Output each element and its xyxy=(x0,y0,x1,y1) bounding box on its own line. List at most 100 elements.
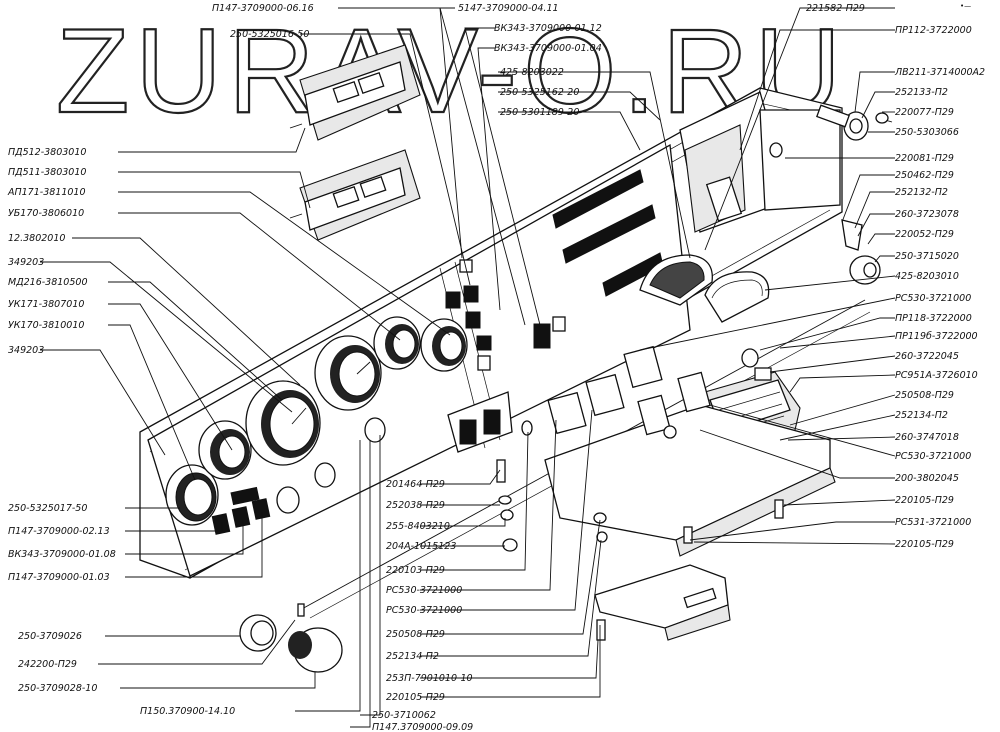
part-label: 260-3722045 xyxy=(895,351,959,362)
relay-mounting-plate xyxy=(544,345,836,557)
part-label: 201464-П29 xyxy=(386,479,445,490)
part-label: 252132-П2 xyxy=(895,187,948,198)
part-label: 250-3709028-10 xyxy=(18,683,97,694)
light-switch-assembly xyxy=(816,104,893,141)
part-label: 250-5325016-50 xyxy=(230,29,309,40)
gauge-tachometer xyxy=(314,335,382,411)
part-label: П147-3709000-01.03 xyxy=(8,572,110,583)
switch-block-lower xyxy=(447,391,513,453)
part-label: 260-3723078 xyxy=(895,209,959,220)
part-label: 242200-П29 xyxy=(18,659,77,670)
part-label: УБ170-3806010 xyxy=(8,208,84,219)
vent-slot-2 xyxy=(562,204,656,264)
part-label: 250-5325162-20 xyxy=(500,87,579,98)
gauge-speedometer xyxy=(245,380,321,466)
switch-block-center xyxy=(445,259,566,371)
part-label: 200-3802045 xyxy=(895,473,959,484)
part-label: ПД512-3803010 xyxy=(8,147,86,158)
part-label: 5147-3709000-04.11 xyxy=(458,3,559,14)
part-label: 250-3709026 xyxy=(18,631,82,642)
labels-left: ПД512-3803010 ПД511-3803010 АП171-381101… xyxy=(7,147,116,583)
part-label: 252038-П29 xyxy=(386,500,445,511)
part-label: РС530-3721000 xyxy=(895,293,971,304)
lamp-module-top xyxy=(289,44,421,141)
part-label: АП171-3811010 xyxy=(7,187,86,198)
vent-slot-1 xyxy=(552,169,644,229)
part-label: 250508-П29 xyxy=(895,390,954,401)
part-label: П147-3709000-06.16 xyxy=(212,3,314,14)
part-label: 253П-7901010-10 xyxy=(386,673,473,684)
part-label: ПР118-3722000 xyxy=(895,313,972,324)
switch-block-left xyxy=(211,486,271,535)
part-label: ВК343-3709000-01.04 xyxy=(494,43,602,54)
labels-right: 221582-П29 ПР112-3722000 ЛВ211-3714000А2… xyxy=(806,3,985,550)
part-label: ПД511-3803010 xyxy=(8,167,86,178)
gauge-voltmeter xyxy=(165,464,219,526)
gauge-pressure xyxy=(373,316,421,370)
watermark-text: ZURAV-O.RU xyxy=(56,4,847,138)
part-label: 220081-П29 xyxy=(895,153,954,164)
part-label: ВК343-3709000-01.12 xyxy=(494,23,602,34)
dashboard-panel xyxy=(139,87,871,619)
gauge-fuel xyxy=(198,420,252,480)
part-label: 220077-П29 xyxy=(895,107,954,118)
radio-unit xyxy=(594,564,731,641)
part-label: 220105-П29 xyxy=(386,692,445,703)
corner-mark: •— xyxy=(960,2,971,10)
leader-lines xyxy=(40,7,896,728)
part-label: 425-8203022 xyxy=(500,67,564,78)
part-label: РС530-3721000 xyxy=(386,605,462,616)
part-label: ПР119б-3722000 xyxy=(895,331,978,342)
part-label: П147.3709000-09.09 xyxy=(372,722,473,732)
ashtray-housing xyxy=(639,254,713,306)
part-label: УК170-3810010 xyxy=(8,320,84,331)
knob-large xyxy=(288,603,343,673)
part-label: 260-3747018 xyxy=(895,432,959,443)
part-label: РС531-3721000 xyxy=(895,517,971,528)
labels-top: П147-3709000-06.16 250-5325016-50 5147-3… xyxy=(212,3,602,118)
part-label: 204А-1015123 xyxy=(386,541,456,552)
labels-center: 201464-П29 252038-П29 255-8403210 204А-1… xyxy=(372,479,473,732)
part-label: 221582-П29 xyxy=(806,3,865,14)
part-label: ЛВ211-3714000А2 xyxy=(894,67,985,78)
part-label: 250-5301189-20 xyxy=(500,107,579,118)
part-label: 349203 xyxy=(8,345,44,356)
part-label: РС530-3721000 xyxy=(386,585,462,596)
part-label: 250462-П29 xyxy=(895,170,954,181)
part-label: 255-8403210 xyxy=(386,521,450,532)
part-label: 250-3715020 xyxy=(895,251,959,262)
part-label: 425-8203010 xyxy=(895,271,959,282)
ashtray-cover xyxy=(704,271,770,323)
fasteners xyxy=(496,112,889,641)
part-label: ВК343-3709000-01.08 xyxy=(8,549,116,560)
knob-small xyxy=(239,614,277,652)
part-label: П150.370900-14.10 xyxy=(140,706,235,717)
part-label: 349203 xyxy=(8,257,44,268)
part-label: 250-3710062 xyxy=(372,710,436,721)
part-label: ПР112-3722000 xyxy=(895,25,972,36)
part-label: УК171-3807010 xyxy=(8,299,84,310)
bracket-part xyxy=(841,219,881,285)
part-label: 220105-П29 xyxy=(895,539,954,550)
part-label: 220052-П29 xyxy=(895,229,954,240)
part-label: 252134-П2 xyxy=(895,410,948,421)
lamp-module-bottom xyxy=(289,149,421,241)
panel-hole-3 xyxy=(364,417,386,443)
labels-bottom-left: 250-3709026 242200-П29 250-3709028-10 П1… xyxy=(18,631,235,717)
part-label: 220105-П29 xyxy=(895,495,954,506)
part-label: П147-3709000-02.13 xyxy=(8,526,110,537)
panel-hole-2 xyxy=(314,462,336,488)
gauge-temperature xyxy=(420,318,468,372)
sensor-small xyxy=(741,348,772,381)
part-label: 250-5303066 xyxy=(895,127,959,138)
part-label: РС951А-3726010 xyxy=(895,370,978,381)
part-label: 252133-П2 xyxy=(895,87,948,98)
part-label: 220103-П29 xyxy=(386,565,445,576)
part-label: МД216-3810500 xyxy=(8,277,88,288)
part-label: РС530-3721000 xyxy=(895,451,971,462)
part-label: 250-5325017-50 xyxy=(8,503,87,514)
part-label: 252134-П2 xyxy=(386,651,439,662)
panel-hole xyxy=(276,486,300,514)
